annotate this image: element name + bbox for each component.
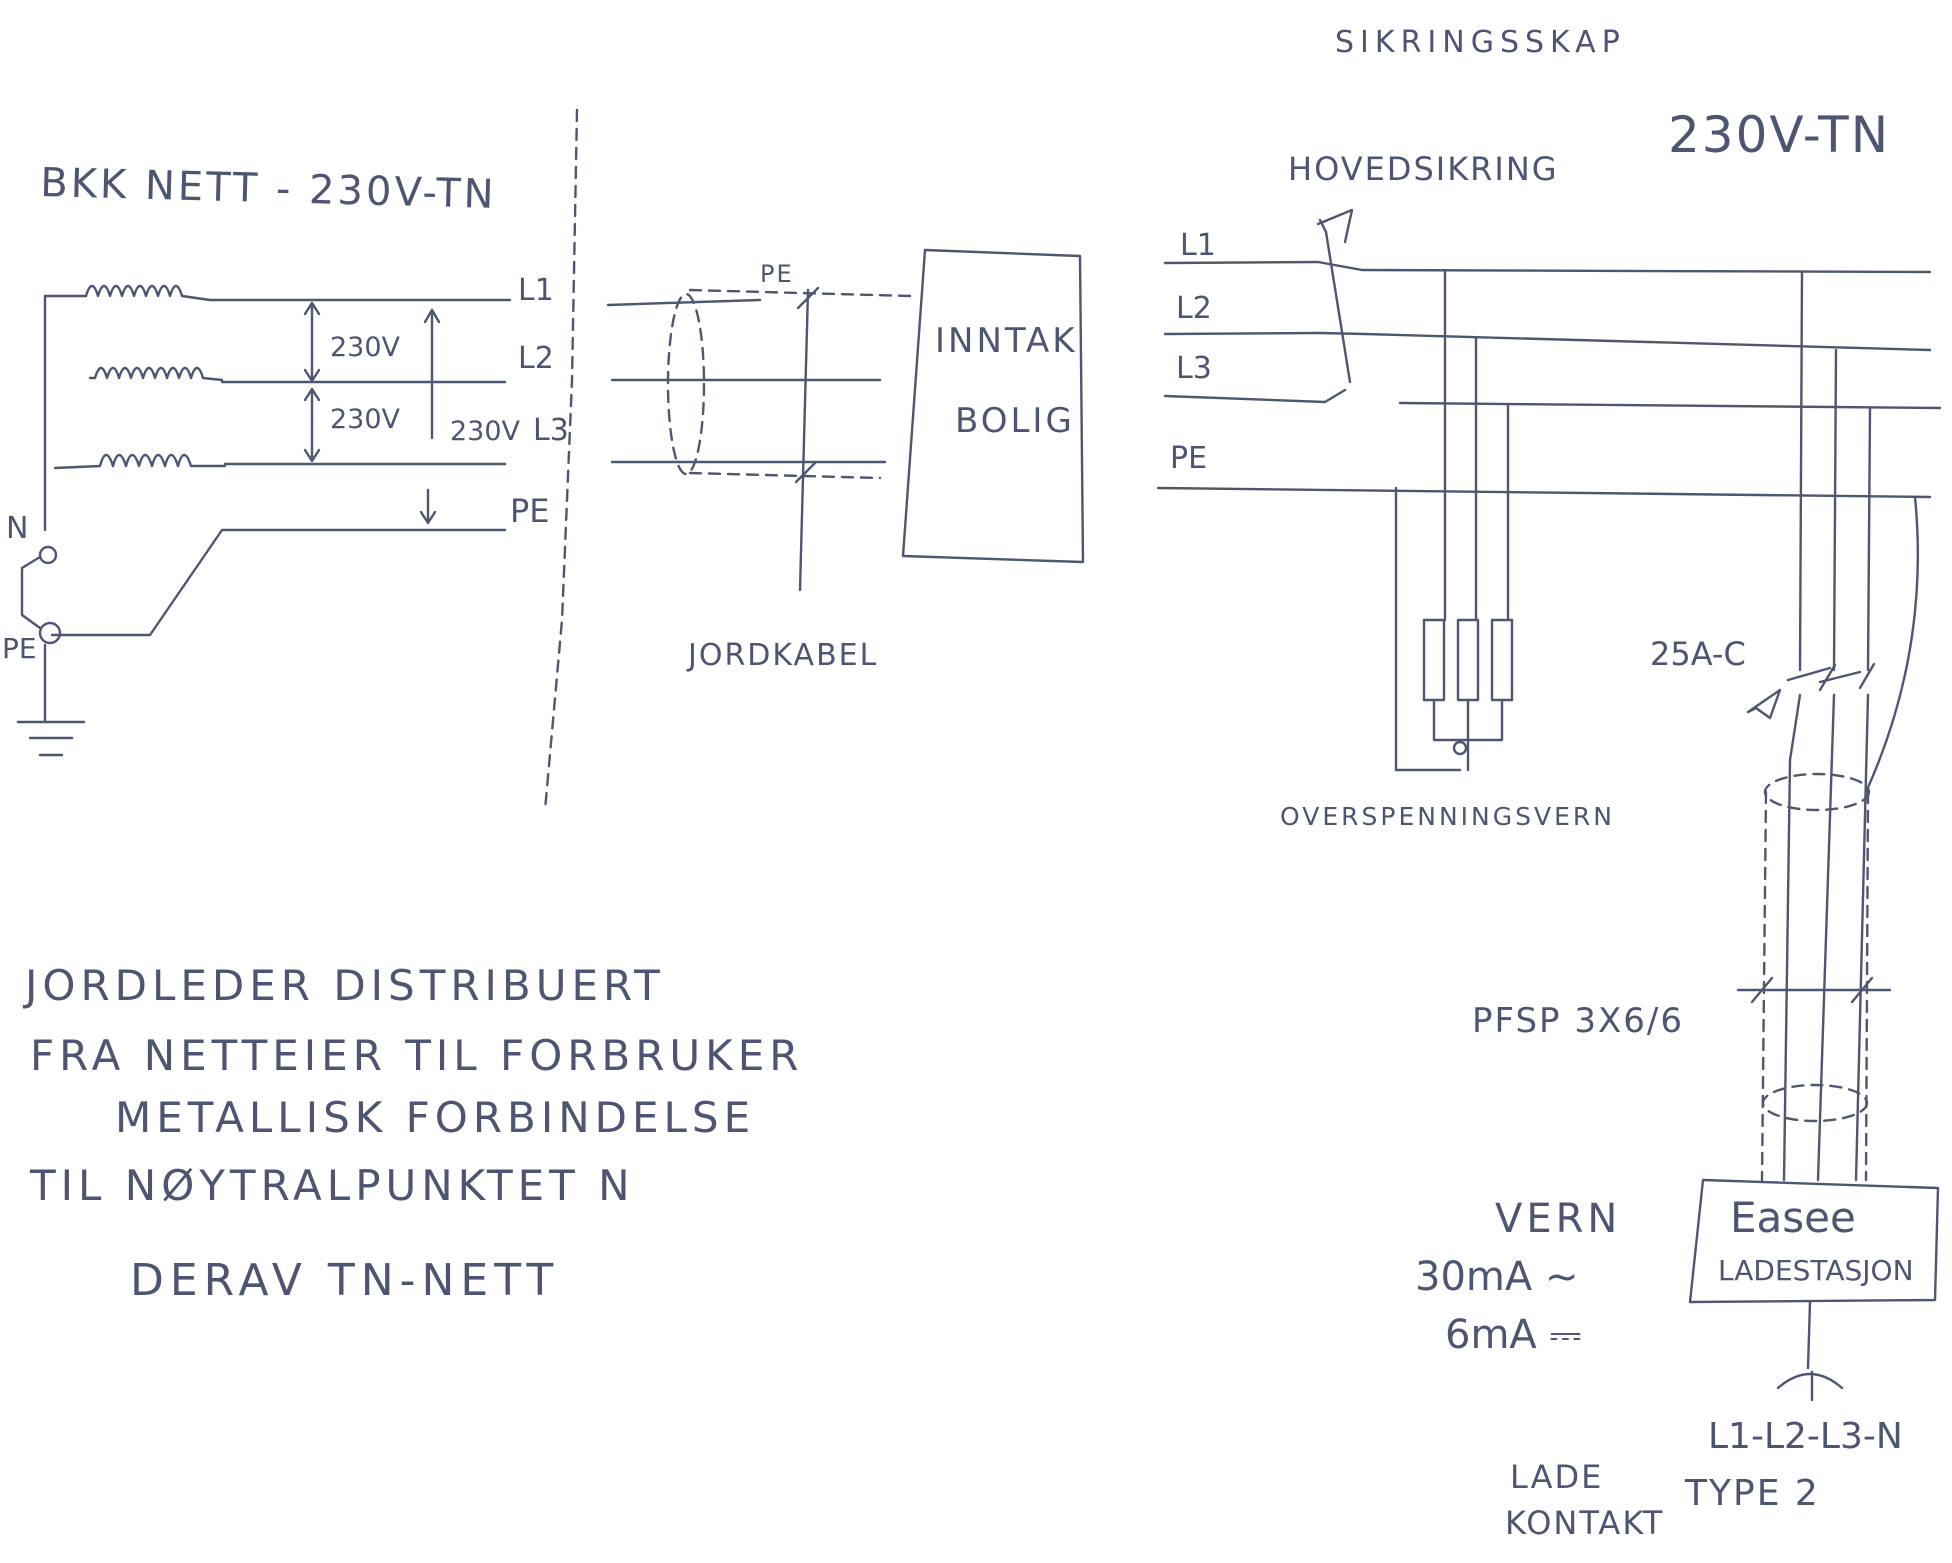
label-pe-ground: PE <box>2 632 37 665</box>
circuit-wire-l1 <box>1798 270 1804 672</box>
spd-wire-pe <box>1394 486 1462 772</box>
grid-phase-pe: PE <box>510 492 550 530</box>
coil-l1-icon <box>43 284 212 302</box>
label-plug-type: TYPE 2 <box>1684 1473 1820 1514</box>
main-fuse-handle-icon <box>1316 208 1354 244</box>
cable-line-1 <box>606 298 762 307</box>
cable-to-charger-l2 <box>1816 693 1836 1182</box>
grid-phase-l3: L3 <box>533 413 569 448</box>
label-jordkabel: JORDKABEL <box>686 638 878 673</box>
charger-brand: Easee <box>1730 1193 1856 1242</box>
cable-to-charger-l3 <box>1854 693 1870 1182</box>
jordkabel-cable <box>606 286 912 592</box>
cable-pe-wire-lower <box>688 471 882 480</box>
coil-l2-icon <box>88 366 224 382</box>
terminal-pe-icon <box>38 621 62 645</box>
charger-box <box>1688 1178 1940 1402</box>
spd-module-2 <box>1456 618 1480 702</box>
neutral-pe-strap <box>20 555 42 630</box>
incoming-l2 <box>1163 331 1322 336</box>
circuit-wire-l2 <box>1832 348 1838 672</box>
busbar-l3 <box>1398 401 1942 410</box>
breaker-handle-icon <box>1746 688 1782 720</box>
house-phase-l3: L3 <box>1176 351 1212 386</box>
cable-pe-wire <box>688 288 912 298</box>
note-line-3: METALLISK FORBINDELSE <box>115 1093 755 1142</box>
label-vern: VERN <box>1495 1196 1621 1242</box>
incoming-l1 <box>1163 260 1320 265</box>
main-fuse-switch-icon <box>1316 230 1367 404</box>
cable-tick-upper <box>796 286 820 310</box>
coil-l3-icon <box>53 453 227 470</box>
label-plug-pins: L1-L2-L3-N <box>1708 1416 1903 1457</box>
charger-circuit <box>1736 270 1920 1182</box>
label-breaker: 25A-C <box>1650 635 1746 673</box>
house-phase-pe: PE <box>1170 441 1207 476</box>
cable-sheath-top-icon <box>1763 772 1871 812</box>
busbar-l2 <box>1363 332 1932 352</box>
note-line-4: TIL NØYTRALPUNKTET N <box>29 1161 635 1210</box>
label-n: N <box>6 511 28 546</box>
title-sikringsskap: SIKRINGSSKAP <box>1335 25 1626 60</box>
label-230v-l1-l2: 230V <box>330 332 401 363</box>
cable-earth-tap <box>798 288 810 592</box>
label-230v-l1-l3: 230V <box>450 416 521 447</box>
grid-boundary-divider <box>543 108 579 812</box>
label-inntak: INNTAK <box>935 321 1078 361</box>
note-line-1: JORDLEDER DISTRIBUERT <box>22 961 665 1010</box>
arrow-l2-l3-icon <box>303 387 321 463</box>
note-line-2: FRA NETTEIER TIL FORBRUKER <box>30 1031 803 1080</box>
charger-output <box>1806 1300 1812 1370</box>
title-bkk-nett: BKK NETT - 230V-TN <box>40 160 497 218</box>
label-overspenningsvern: OVERSPENNINGSVERN <box>1280 802 1615 831</box>
breaker-symbol-icon <box>1786 662 1876 692</box>
spd-common-bus <box>1432 698 1504 772</box>
label-230v-l2-l3: 230V <box>330 404 401 435</box>
circuit-wire-l3 <box>1866 406 1872 672</box>
incoming-l3 <box>1163 394 1327 404</box>
cable-tick-lower <box>794 460 818 484</box>
label-cable-pe: PE <box>760 260 794 288</box>
label-cable-type: PFSP 3X6/6 <box>1472 1001 1684 1041</box>
house-phase-l1: L1 <box>1180 228 1216 263</box>
earth-symbol-icon <box>16 720 86 757</box>
note-line-5: DERAV TN-NETT <box>130 1255 559 1306</box>
title-voltage-system: 230V-TN <box>1668 106 1890 164</box>
label-hovedsikring: HOVEDSIKRING <box>1288 150 1559 188</box>
charger-outline <box>1688 1178 1940 1304</box>
incoming-pe <box>1156 486 1932 499</box>
charger-type: LADESTASJON <box>1718 1254 1914 1287</box>
voltage-arrows <box>303 301 441 525</box>
spd-module-3 <box>1490 618 1514 702</box>
surge-protector <box>1394 268 1514 772</box>
label-vern-dc: 6mA ⎓ <box>1445 1312 1581 1358</box>
arrow-pe-icon <box>419 488 437 525</box>
label-kontakt: KONTAKT <box>1505 1504 1664 1542</box>
grid-phase-l2: L2 <box>518 341 554 376</box>
transformer-secondary <box>16 284 512 757</box>
busbar-l1 <box>1360 268 1932 274</box>
arrow-l1-l3-icon <box>423 308 441 440</box>
spd-common-node <box>1452 740 1468 756</box>
plug-symbol-icon <box>1776 1370 1844 1402</box>
grid-phase-l1: L1 <box>518 273 554 308</box>
cable-outer-right <box>1864 790 1870 1182</box>
cable-ticks-icon <box>1750 976 1874 1004</box>
terminal-n-icon <box>38 545 58 565</box>
label-vern-ac: 30mA ~ <box>1415 1254 1578 1300</box>
pe-link-conductor <box>50 528 232 637</box>
main-busbars <box>1156 208 1942 499</box>
cable-sheath-bottom-icon <box>1761 1083 1869 1123</box>
cable-to-charger-l1 <box>1782 693 1802 1182</box>
label-lade: LADE <box>1510 1458 1603 1496</box>
intake-box <box>901 248 1085 564</box>
house-phase-l2: L2 <box>1176 291 1212 326</box>
label-bolig: BOLIG <box>955 401 1075 441</box>
circuit-wire-pe <box>1864 495 1920 794</box>
arrow-l1-l2-icon <box>303 301 321 383</box>
spd-module-1 <box>1422 618 1446 702</box>
intake-box-outline <box>901 248 1085 564</box>
cable-sheath-icon <box>666 292 706 476</box>
